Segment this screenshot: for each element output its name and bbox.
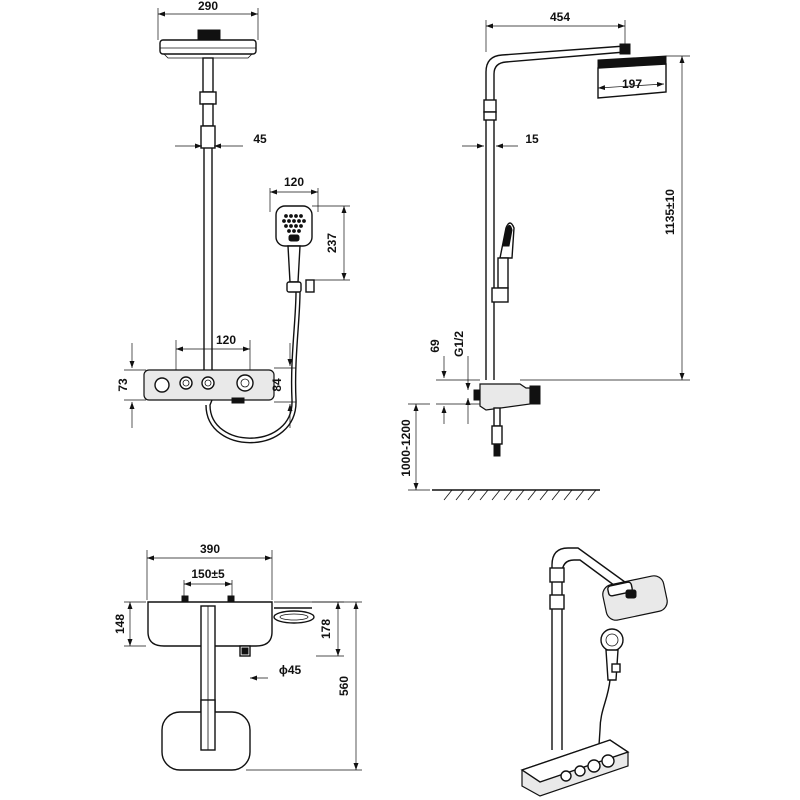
side-riser-pipe [483,99,497,380]
top-inlet-spacing-label: 150±5 [191,567,225,581]
top-view: 390 150±5 148 178 [113,542,362,771]
side-mount-height-label: 1000-1200 [399,419,413,477]
top-head-reach-label: 560 [337,676,351,696]
side-head-depth-label: 197 [622,77,642,91]
side-thread-label: G1/2 [452,331,466,357]
front-panel-left-height-label: 73 [116,378,130,392]
isometric-view [520,547,668,797]
top-total-width-label: 390 [200,542,220,556]
top-shower-head [161,699,251,771]
thermostat-panel [143,369,275,404]
top-shelf [273,607,315,624]
front-panel-right-height-label: 84 [270,378,284,392]
side-pipe-gap-label: 15 [525,132,539,146]
top-pipe-diameter-label: ϕ45 [279,663,302,677]
spray-nozzles [282,214,306,233]
side-hand-shower [491,222,515,303]
side-view: 454 197 15 [399,10,690,501]
front-handset-height-label: 237 [325,233,339,253]
side-total-height-label: 1135±10 [663,189,677,235]
side-inlet-height-label: 69 [428,339,442,353]
iso-hand-shower [597,628,624,761]
overhead-shower-head [159,29,257,59]
front-riser-pipe [199,57,217,370]
front-head-width-label: 290 [198,0,218,13]
front-handset-width-label: 120 [284,175,304,189]
shower-arm [485,45,626,100]
shower-hose [209,291,297,439]
top-panel-depth-label: 148 [113,614,127,634]
top-wall-depth-label: 178 [319,619,333,639]
front-view: 290 45 120 [116,0,350,444]
front-pipe-offset-label: 45 [253,132,267,146]
iso-shower-head [602,575,668,621]
side-arm-reach-label: 454 [550,10,570,24]
iso-riser-arm [551,547,637,750]
floor-line [432,489,600,501]
side-valve-body [473,383,541,457]
hand-shower [275,205,315,293]
front-knob-spacing-label: 120 [216,333,236,347]
iso-thermostat-panel [520,739,630,797]
